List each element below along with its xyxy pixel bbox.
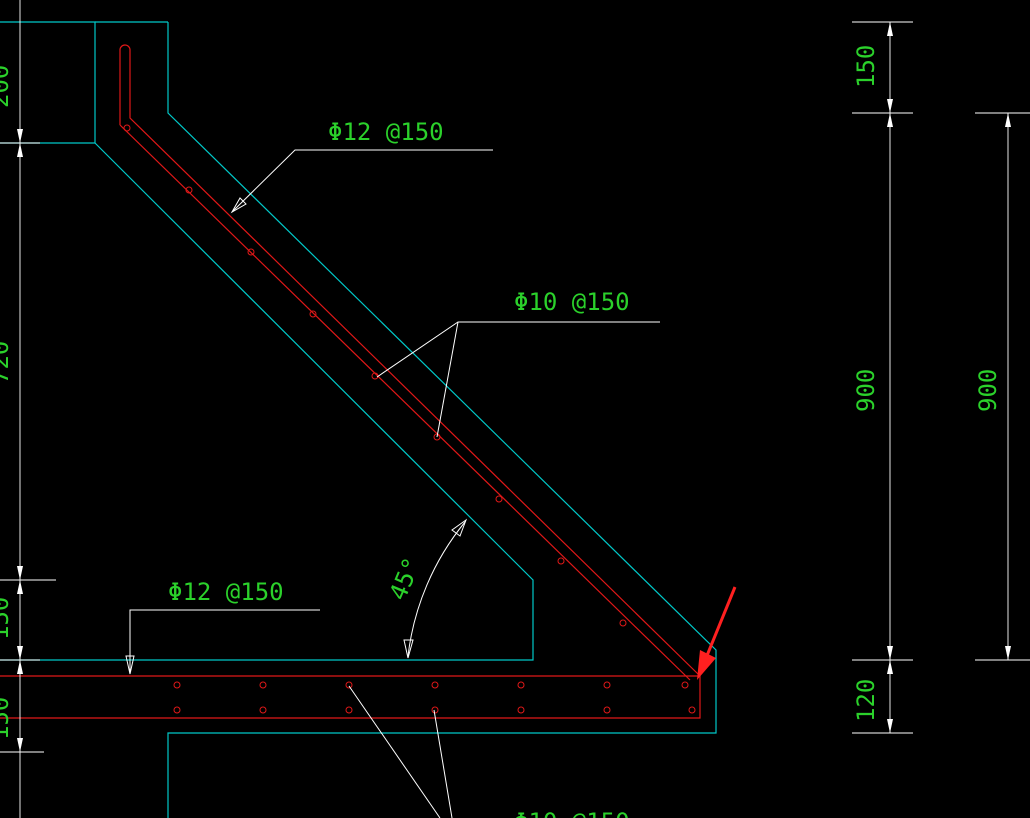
label-rebar-top-diagonal: Φ12 @150 [328, 118, 444, 146]
dimension-arrowhead [17, 580, 23, 594]
slope-upper-edge [167, 22, 717, 818]
concrete-outline [0, 21, 717, 818]
rebar-dot [495, 495, 503, 503]
dimension-arrowhead [17, 129, 23, 143]
label-rebar-bottom-slab: Φ12 @150 [168, 578, 284, 606]
rebar-dot [345, 681, 353, 689]
dimension-arrows [17, 22, 1011, 752]
rebar-dot [431, 681, 439, 689]
dimension-arrowhead [1005, 113, 1011, 127]
slope-lower-edge [0, 142, 534, 661]
rebar-dot [345, 706, 353, 714]
leader-mid-diagonal [376, 321, 660, 378]
red-arrow-marker [697, 586, 737, 680]
rebar-dot [123, 124, 131, 132]
dim-text-900-outer: 900 [974, 369, 1002, 412]
rebar-dot [603, 681, 611, 689]
rebar-dot [517, 681, 525, 689]
wall-left-box [0, 21, 96, 144]
rebar-dot [259, 681, 267, 689]
rebar-dot [603, 706, 611, 714]
dimension-arrowhead [887, 719, 893, 733]
leader-top-diagonal [231, 149, 493, 213]
rebar-hook [119, 44, 701, 677]
leader-bottom-partial-2 [433, 709, 453, 818]
rebar-dot [173, 706, 181, 714]
rebar-dot [557, 557, 565, 565]
dimension-arrowhead [17, 738, 23, 752]
rebar-dot [517, 706, 525, 714]
rebar-diagonal [119, 124, 691, 681]
leader-mid-diagonal-2 [436, 321, 459, 438]
angle-arrow-top [451, 518, 468, 537]
dim-text-150: 150 [852, 45, 880, 88]
dim-text-left-3: 150 [0, 597, 14, 640]
rebar-dot [619, 619, 627, 627]
leader-bottom-slab [129, 609, 320, 672]
rebar-dot [247, 248, 255, 256]
rebar-dot [309, 310, 317, 318]
rebar-dots [123, 124, 696, 714]
rebar-dot [185, 186, 193, 194]
dim-text-left-4: 150 [0, 697, 14, 740]
label-rebar-mid-diagonal: Φ10 @150 [514, 288, 630, 316]
leader-bottom-partial [348, 685, 441, 818]
rebar-lines [0, 44, 701, 719]
dimension-arrowhead [17, 566, 23, 580]
rebar-dot [688, 706, 696, 714]
rebar-dot [259, 706, 267, 714]
labels: Φ12 @150 Φ10 @150 Φ12 @150 Φ10 @150 45° … [0, 45, 1002, 818]
dim-text-900-inner: 900 [852, 369, 880, 412]
label-angle: 45° [384, 553, 427, 604]
rebar-dot [431, 706, 439, 714]
dimension-arrowhead [887, 22, 893, 36]
rebar-dot [433, 433, 441, 441]
rebar-slab-top [0, 675, 701, 719]
rebar-dot [173, 681, 181, 689]
dimension-arrowhead [887, 646, 893, 660]
leader-bottom-arrowhead [125, 655, 135, 675]
dim-text-120: 120 [852, 679, 880, 722]
dimension-arrowhead [887, 113, 893, 127]
dimension-arrowhead [17, 143, 23, 157]
leader-lines [125, 149, 660, 818]
angle-arc [407, 521, 466, 657]
dimension-arrowhead [887, 99, 893, 113]
label-rebar-bottom-partial: Φ10 @150 [514, 808, 630, 818]
leader-top-arrowhead [230, 197, 247, 214]
dimension-arrowhead [887, 660, 893, 674]
dimension-arrowhead [17, 660, 23, 674]
dim-text-left-2: 720 [0, 341, 14, 384]
rebar-dot [681, 681, 689, 689]
dim-text-left-1: 200 [0, 65, 14, 108]
angle-arrow-bottom [403, 639, 414, 659]
dimension-arrowhead [17, 646, 23, 660]
dimension-arrowhead [1005, 646, 1011, 660]
